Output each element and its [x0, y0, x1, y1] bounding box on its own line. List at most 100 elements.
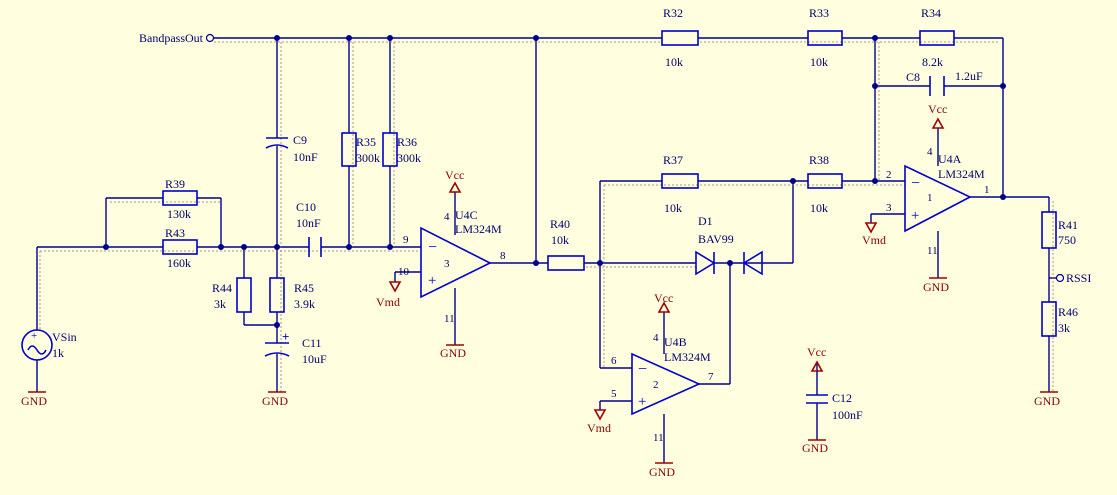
c11-value: 10uF [302, 352, 327, 366]
vmd-symbol-u4a: Vmd [862, 222, 886, 247]
u4b-value: LM324M [664, 350, 711, 364]
vcc-label: Vcc [654, 291, 673, 305]
resistor-r43[interactable]: R43 160k [162, 226, 198, 270]
vcc-symbol-u4c: Vcc [445, 168, 464, 193]
bandpassout-label: BandpassOut [139, 31, 204, 45]
capacitor-c8[interactable]: C8 1.2uF [906, 69, 983, 96]
u4b-pin-neg: 6 [611, 355, 617, 367]
r32-value: 10k [665, 55, 683, 69]
r35-ref: R35 [356, 135, 376, 149]
r37-value: 10k [664, 201, 682, 215]
vmd-symbol-u4c: Vmd [376, 281, 402, 309]
resistor-r39[interactable]: R39 130k [162, 177, 198, 221]
bandpassout-port[interactable]: BandpassOut [139, 31, 215, 45]
r36-value: 300k [397, 151, 421, 165]
r45-value: 3.9k [294, 297, 315, 311]
u4c-pin-out: 8 [500, 250, 506, 262]
r40-ref: R40 [550, 217, 570, 231]
c9-ref: C9 [293, 133, 307, 147]
gnd-symbol-c12: GND [802, 439, 828, 455]
u4c-value: LM324M [455, 222, 502, 236]
resistor-r36[interactable]: R36 300k [382, 132, 421, 167]
u4b-unit: 2 [653, 379, 659, 391]
junctions [103, 35, 1006, 328]
opamp-u4b[interactable]: − + 2 U4B LM324M 6 5 7 4 11 [611, 332, 714, 444]
resistor-r46[interactable]: R46 3k [1041, 301, 1078, 337]
u4c-pin-gnd: 11 [444, 313, 455, 325]
vsin-ref: VSin [52, 330, 77, 344]
resistor-r32[interactable]: R32 10k [661, 6, 699, 69]
u4a-ref: U4A [938, 152, 962, 166]
resistor-r33[interactable]: R33 10k [807, 6, 843, 69]
u4a-pin-vcc: 4 [927, 146, 933, 158]
u4c-pin-neg: 9 [403, 234, 409, 246]
r46-value: 3k [1058, 321, 1070, 335]
gnd-label: GND [802, 441, 828, 455]
vcc-symbol-u4b: Vcc [654, 291, 673, 313]
resistor-r40[interactable]: R40 10k [547, 217, 585, 271]
c10-ref: C10 [296, 200, 316, 214]
u4a-pin-out: 1 [984, 184, 990, 196]
u4a-plus-icon: + [911, 208, 919, 224]
c9-value: 10nF [293, 150, 318, 164]
vsin-value: 1k [52, 346, 64, 360]
r41-value: 750 [1058, 233, 1076, 247]
vsin-source[interactable]: + VSin 1k [21, 329, 77, 361]
gnd-symbol-c11: GND [262, 391, 288, 408]
resistor-r37[interactable]: R37 10k [661, 153, 699, 215]
vmd-symbol-u4b: Vmd [587, 409, 611, 435]
capacitor-c10[interactable]: C10 10nF [296, 200, 322, 257]
u4a-pin-neg: 2 [886, 169, 892, 181]
r33-ref: R33 [809, 6, 829, 20]
r35-value: 300k [356, 151, 380, 165]
resistor-r38[interactable]: R38 10k [807, 153, 843, 215]
u4b-pin-vcc: 4 [653, 332, 659, 344]
vcc-symbol-u4a: Vcc [928, 102, 947, 129]
capacitor-c9[interactable]: C9 10nF [265, 133, 318, 164]
rssi-label: RSSI [1066, 271, 1091, 285]
r36-ref: R36 [397, 135, 417, 149]
gnd-symbol-u4b: GND [649, 462, 675, 479]
r39-ref: R39 [165, 177, 185, 191]
d1-value: BAV99 [698, 232, 734, 246]
u4b-plus-icon: + [638, 394, 646, 410]
r41-ref: R41 [1058, 218, 1078, 232]
gnd-label: GND [262, 394, 288, 408]
opamp-u4c[interactable]: − + 3 U4C LM324M 9 10 8 4 11 [398, 208, 506, 325]
capacitor-c11[interactable]: + C11 10uF [264, 329, 327, 366]
u4c-unit: 3 [444, 258, 450, 270]
u4b-minus-icon: − [638, 361, 647, 378]
r38-ref: R38 [809, 153, 829, 167]
r45-ref: R45 [294, 281, 314, 295]
c11-ref: C11 [302, 336, 322, 350]
r33-value: 10k [810, 55, 828, 69]
resistor-r34[interactable]: R34 8.2k [919, 6, 955, 69]
vmd-label: Vmd [862, 233, 886, 247]
resistor-r35[interactable]: R35 300k [341, 132, 380, 167]
capacitor-c12[interactable]: C12 100nF [806, 391, 863, 422]
gnd-symbol-u4c: GND [440, 344, 466, 360]
resistor-r45[interactable]: R45 3.9k [269, 277, 315, 313]
vcc-label: Vcc [928, 102, 947, 116]
opamp-u4a[interactable]: − + 1 U4A LM324M 2 3 1 4 11 [886, 146, 990, 257]
c12-value: 100nF [832, 408, 863, 422]
u4a-minus-icon: − [911, 175, 920, 192]
rssi-port[interactable]: RSSI [1055, 271, 1092, 285]
gnd-symbol-u4a: GND [923, 277, 949, 294]
u4c-minus-icon: − [428, 239, 437, 256]
resistor-r44[interactable]: R44 3k [212, 277, 252, 313]
u4a-pin-gnd: 11 [927, 245, 938, 257]
wires [36, 37, 1056, 463]
resistor-r41[interactable]: R41 750 [1041, 211, 1078, 249]
u4c-plus-icon: + [428, 273, 436, 289]
gnd-symbol-vsin: GND [21, 391, 47, 408]
r32-ref: R32 [663, 6, 683, 20]
r37-ref: R37 [663, 153, 683, 167]
diode-d1[interactable]: D1 BAV99 [695, 214, 763, 276]
gnd-label: GND [440, 346, 466, 360]
u4b-ref: U4B [664, 335, 687, 349]
gnd-label: GND [649, 465, 675, 479]
c10-value: 10nF [296, 216, 321, 230]
gnd-label: GND [21, 394, 47, 408]
